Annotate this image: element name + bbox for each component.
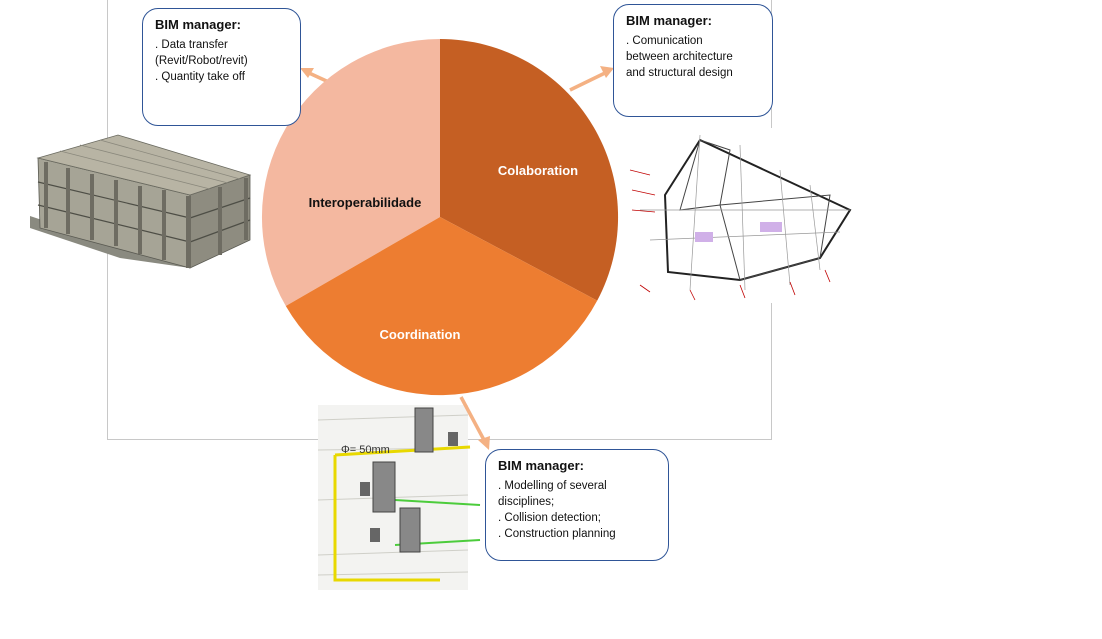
callout-line: . Modelling of several (498, 480, 607, 492)
segment-colaboration (440, 38, 619, 301)
arrow-to-modelling (459, 396, 486, 441)
callout-modelling: BIM manager: . Modelling of several disc… (485, 449, 669, 561)
pipe-diameter-label: Φ= 50mm (341, 444, 390, 456)
callout-communication: BIM manager: . Comunication between arch… (613, 4, 773, 117)
arrowhead-icon (600, 66, 614, 78)
callout-line: between architecture (626, 51, 733, 63)
callout-title: BIM manager: (498, 458, 584, 473)
callout-title: BIM manager: (626, 13, 712, 28)
callout-line: . Quantity take off (155, 71, 245, 83)
label-interoperabilidade: Interoperabilidade (309, 195, 422, 210)
mep-pipes-image: Φ= 50mm (317, 405, 481, 590)
bim-pie-diagram: Interoperabilidade Colaboration Coordina… (261, 38, 619, 396)
callout-line: disciplines; (498, 496, 555, 508)
segment-interoperabilidade (261, 38, 440, 306)
label-coordination: Coordination (380, 327, 461, 342)
building-3d-image (30, 134, 252, 269)
callout-line: . Construction planning (498, 528, 616, 540)
label-colaboration: Colaboration (498, 163, 578, 178)
callout-data-transfer: BIM manager: . Data transfer (Revit/Robo… (142, 8, 301, 126)
callout-line: (Revit/Robot/revit) (155, 55, 248, 67)
arrowhead-icon (300, 68, 314, 78)
callout-line: . Collision detection; (498, 512, 601, 524)
arrows (300, 66, 614, 450)
callout-title: BIM manager: (155, 17, 241, 32)
arrow-to-communication (569, 71, 606, 92)
callout-line: and structural design (626, 67, 733, 79)
floor-plan-image (625, 128, 855, 303)
segment-coordination (285, 217, 598, 396)
arrowhead-icon (478, 436, 490, 450)
callout-line: . Comunication (626, 35, 703, 47)
callout-line: . Data transfer (155, 39, 228, 51)
